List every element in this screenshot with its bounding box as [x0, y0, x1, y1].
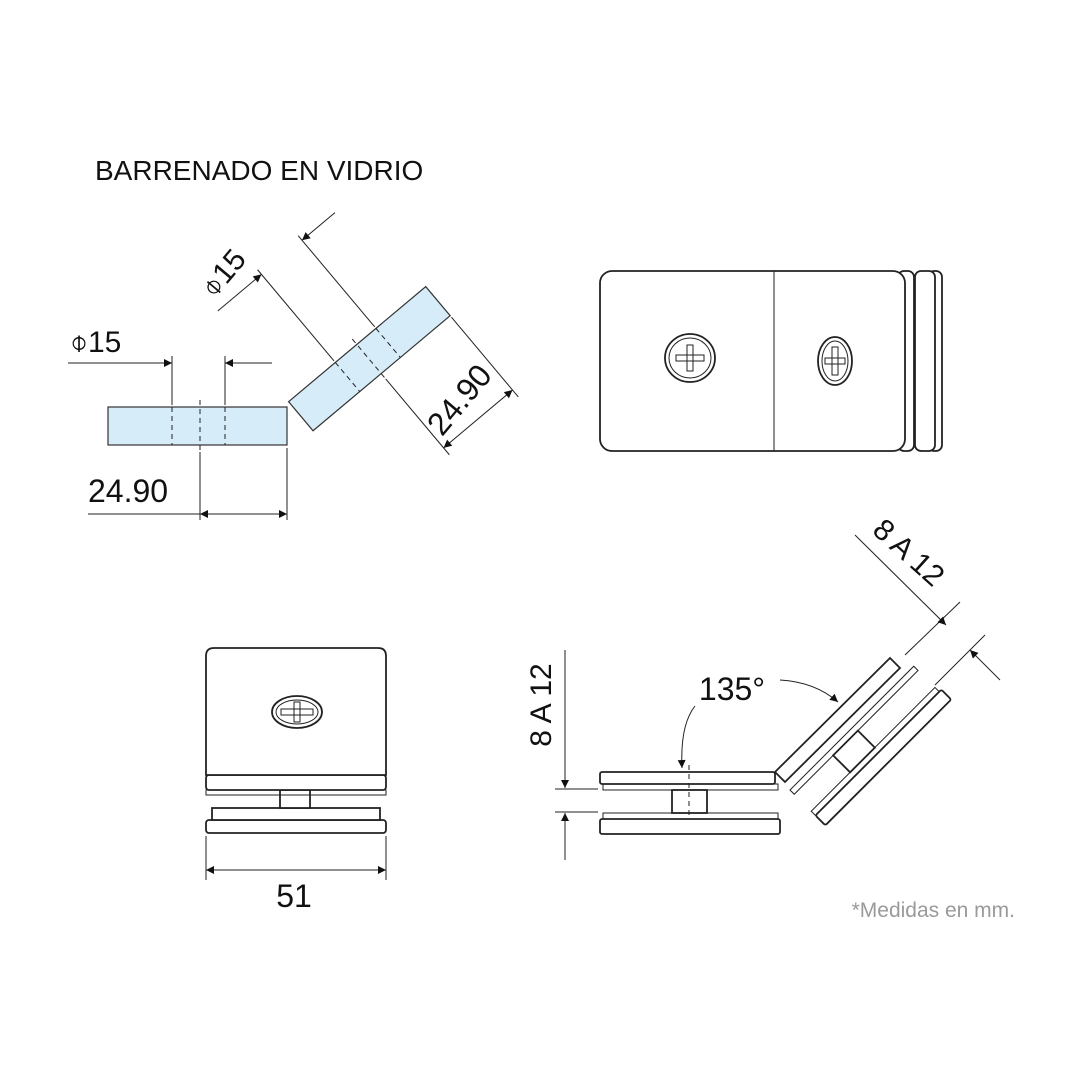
clamp-side-view: 8 A 12 135° 8 A 12	[525, 513, 1001, 860]
glass-thickness-label: 8 A 12	[525, 663, 558, 746]
title: BARRENADO EN VIDRIO	[95, 155, 423, 186]
screw-icon	[817, 336, 853, 386]
clamp-top-view	[599, 270, 943, 452]
clamp-front-view: 51	[205, 647, 387, 914]
hole-diameter-label: ⌽15	[70, 326, 121, 359]
angle-label: 135°	[699, 671, 765, 707]
width-label: 51	[276, 878, 312, 914]
screw-icon	[664, 333, 716, 383]
footnote: *Medidas en mm.	[852, 899, 1015, 922]
glass-panel	[107, 406, 288, 446]
glass-rotated-view: ⌽15 24.90	[195, 212, 519, 456]
glass-thickness-angled-label: 8 A 12	[866, 513, 950, 593]
edge-distance-label: 24.90	[88, 473, 168, 509]
hole-diameter-label-rotated: ⌽15	[195, 243, 253, 304]
glass-panel-rotated	[287, 285, 452, 432]
glass-flat-view: ⌽15 24.90	[68, 326, 288, 520]
screw-icon	[271, 695, 323, 729]
edge-distance-label-rotated: 24.90	[420, 357, 499, 441]
